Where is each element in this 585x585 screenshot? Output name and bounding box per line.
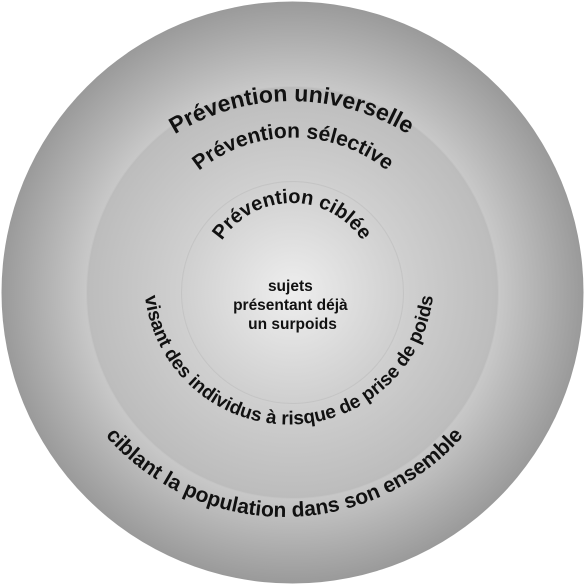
targeted-description-line-1: sujets [268, 278, 313, 295]
targeted-description-line-2: présentant déjà [233, 297, 348, 314]
targeted-description-line-3: un surpoids [248, 316, 337, 333]
ring-targeted [181, 181, 404, 404]
targeted-description: sujets présentant déjà un surpoids [233, 278, 352, 333]
